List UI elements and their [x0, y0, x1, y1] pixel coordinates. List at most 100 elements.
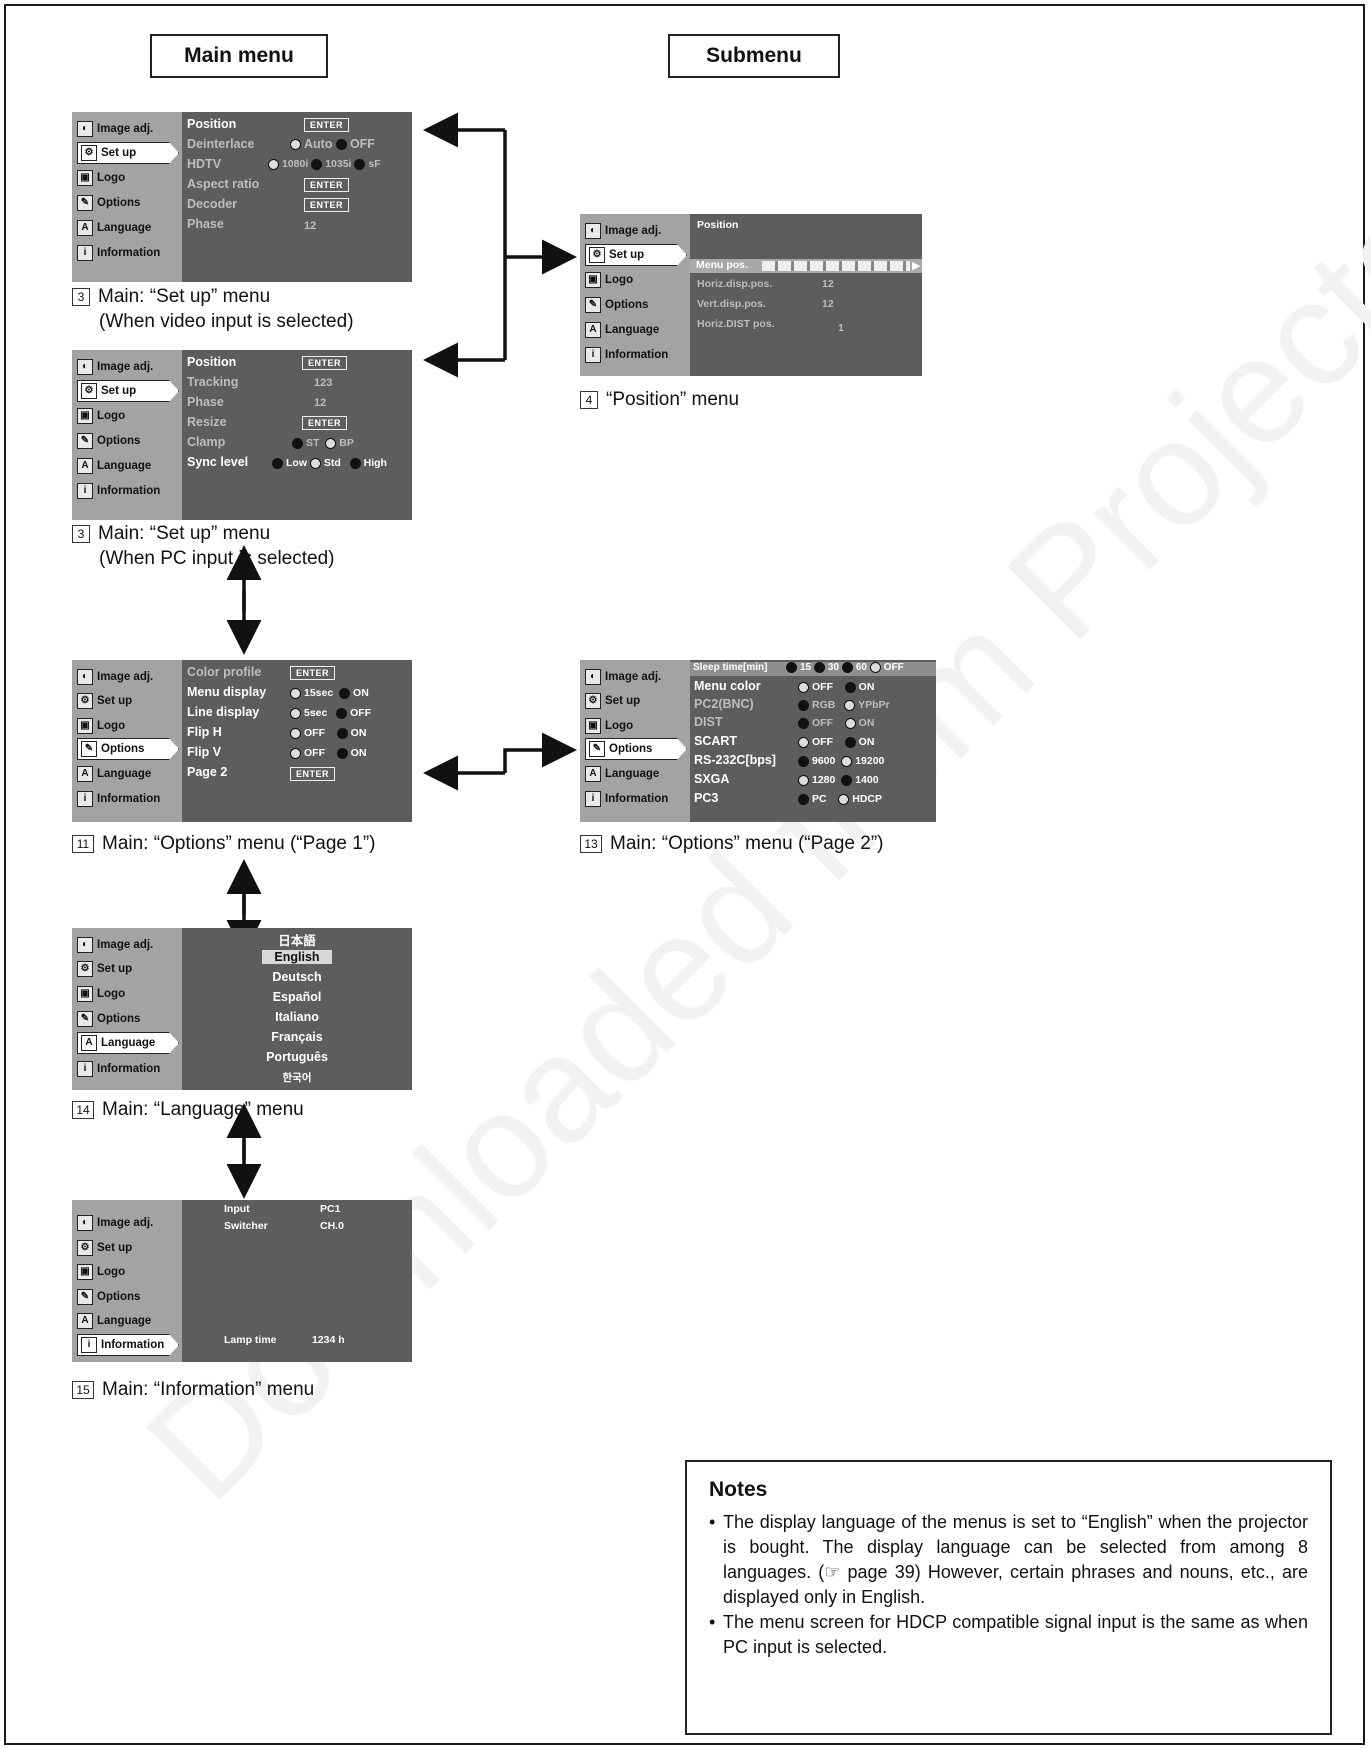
language-icon: A [81, 1035, 97, 1051]
sidebar-item-options[interactable]: ✎Options [77, 1286, 140, 1308]
sidebar-item-set-up[interactable]: ⚙Set up [77, 690, 132, 712]
menu-pos-selector[interactable] [762, 261, 910, 271]
menu-row-label[interactable]: Menu display [187, 685, 267, 699]
sidebar-item-image-adj[interactable]: ◐Image adj. [77, 356, 153, 378]
menu-row-label[interactable]: Phase [187, 217, 224, 231]
sidebar-item-image-adj[interactable]: ◐Image adj. [585, 220, 661, 242]
sidebar-item-image-adj[interactable]: ◐Image adj. [77, 666, 153, 688]
language-option[interactable]: Español [272, 990, 322, 1004]
menu-row-label[interactable]: Color profile [187, 665, 262, 679]
sidebar-item-set-up[interactable]: ⚙Set up [77, 958, 132, 980]
menu-row-label[interactable]: Menu color [694, 679, 761, 693]
sidebar-item-options[interactable]: ✎Options [77, 192, 140, 214]
radio-selected [309, 457, 321, 469]
menu-row-label[interactable]: HDTV [187, 157, 222, 171]
sidebar-item-logo[interactable]: ▣Logo [77, 1261, 125, 1283]
sidebar-item-logo[interactable]: ▣Logo [77, 983, 125, 1005]
sidebar-item-set-up[interactable]: ⚙Set up [77, 380, 179, 402]
language-icon: A [585, 322, 601, 338]
sidebar-item-image-adj[interactable]: ◐Image adj. [585, 666, 661, 688]
menu-row-label[interactable]: Deinterlace [187, 137, 255, 151]
menu-row-label[interactable]: RS-232C[bps] [694, 753, 776, 767]
sidebar-item-logo[interactable]: ▣Logo [77, 715, 125, 737]
menu-row-label[interactable]: Vert.disp.pos. [697, 298, 766, 310]
sidebar-item-image-adj[interactable]: ◐Image adj. [77, 118, 153, 140]
image-adj-icon: ◐ [77, 1215, 93, 1231]
menu-row-label[interactable]: Tracking [187, 375, 239, 389]
sidebar-item-image-adj[interactable]: ◐Image adj. [77, 1212, 153, 1234]
language-option[interactable]: 한국어 [282, 1072, 312, 1084]
menu-row-label[interactable]: Flip H [187, 725, 222, 739]
menu-row-label[interactable]: DIST [694, 715, 723, 729]
sidebar-item-logo[interactable]: ▣Logo [585, 715, 633, 737]
menu-row-label[interactable]: Position [187, 355, 237, 369]
language-option[interactable]: Italiano [275, 1010, 319, 1024]
menu-row-label[interactable]: Resize [187, 415, 227, 429]
menu-row-label[interactable]: Position [187, 117, 237, 131]
language-option[interactable]: Português [266, 1050, 328, 1064]
sidebar-item-options[interactable]: ✎Options [77, 430, 140, 452]
logo-icon: ▣ [77, 718, 93, 734]
sidebar-item-set-up[interactable]: ⚙Set up [585, 690, 640, 712]
information-icon: i [77, 245, 93, 261]
menu-row-label[interactable]: SCART [694, 734, 738, 748]
menu-row-label[interactable]: Page 2 [187, 765, 228, 779]
language-option-selected[interactable]: English [182, 950, 412, 964]
language-option[interactable]: Deutsch [272, 970, 322, 984]
sidebar-item-logo[interactable]: ▣Logo [585, 269, 633, 291]
sidebar-item-logo[interactable]: ▣Logo [77, 405, 125, 427]
sidebar-item-options[interactable]: ✎Options [585, 738, 687, 760]
menu-row-label[interactable]: Decoder [187, 197, 238, 211]
language-option[interactable]: Français [271, 1030, 323, 1044]
menu-row-label[interactable]: SXGA [694, 772, 730, 786]
sidebar-item-set-up[interactable]: ⚙Set up [77, 142, 179, 164]
language-option[interactable]: 日本語 [278, 934, 316, 948]
sidebar-item-options[interactable]: ✎Options [77, 1008, 140, 1030]
sidebar-item-image-adj[interactable]: ◐Image adj. [77, 934, 153, 956]
menu-row-label[interactable]: Phase [187, 395, 224, 409]
logo-icon: ▣ [585, 272, 601, 288]
sidebar-item-set-up[interactable]: ⚙Set up [77, 1237, 132, 1259]
menu-row-label[interactable]: Flip V [187, 745, 222, 759]
options-icon: ✎ [77, 1289, 93, 1305]
menu-row-label[interactable]: Clamp [187, 435, 226, 449]
menu-pos-row[interactable]: Menu pos. ▶ [690, 259, 922, 273]
menu-row-label[interactable]: Sync level [187, 455, 249, 469]
radio-selected [844, 717, 856, 729]
sidebar-item-options[interactable]: ✎Options [77, 738, 179, 760]
radio-selected [268, 158, 279, 170]
sidebar-item-options[interactable]: ✎Options [585, 294, 648, 316]
menu-row-label[interactable]: PC2(BNC) [694, 697, 754, 711]
menu-row-label[interactable]: Line display [187, 705, 260, 719]
menu-row-label[interactable]: Horiz.disp.pos. [697, 278, 773, 290]
language-icon: A [585, 766, 601, 782]
language-icon: A [77, 458, 93, 474]
sidebar-item-logo[interactable]: ▣Logo [77, 167, 125, 189]
menu-row-label[interactable]: PC3 [694, 791, 719, 805]
sleep-time-row[interactable]: Sleep time[min] 15 30 60 OFF [690, 662, 936, 676]
menu-row-label[interactable]: Aspect ratio [187, 177, 260, 191]
sidebar-item-set-up[interactable]: ⚙Set up [585, 244, 687, 266]
menu-row-label[interactable]: Horiz.DIST pos. [697, 318, 775, 330]
enter-key: ENTER [302, 356, 348, 370]
